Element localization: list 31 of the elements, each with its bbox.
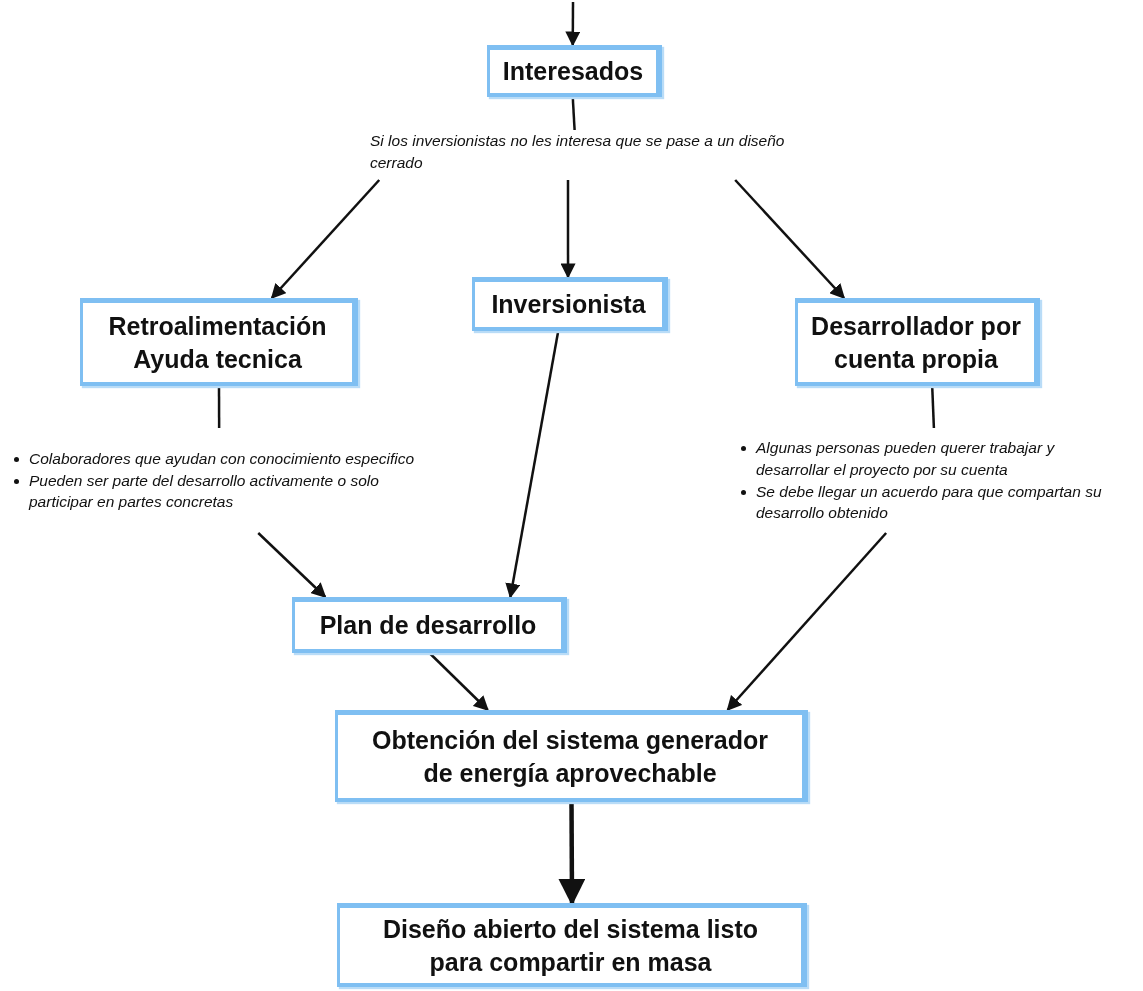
process-box (80, 298, 358, 386)
box-label: Interesados (501, 56, 645, 88)
process-box (337, 903, 807, 987)
process-box (335, 710, 808, 802)
arrow (565, 2, 581, 47)
bullet-item: Pueden ser parte del desarrollo activamente o solo participar en partes concretas (29, 470, 380, 513)
connector-line (217, 386, 221, 428)
bullet-item: Algunas personas pueden querer trabajar y desarrollar el proyecto por su cuenta (756, 438, 1056, 480)
bullet-item: Se debe llegar un acuerdo para que compartan su desarrollo obtenido (756, 481, 1103, 524)
bullet-item: Colaboradores que ayudan con conocimiento especifico (29, 448, 415, 469)
arrow (726, 532, 888, 712)
box-label: Retroalimentación Ayuda tecnica (107, 311, 328, 375)
arrow (558, 802, 586, 906)
connector-line (571, 96, 576, 131)
box-label: Plan de desarrollo (318, 610, 538, 642)
arrow (257, 532, 327, 599)
process-box (487, 45, 662, 97)
process-box (795, 298, 1040, 386)
process-box (472, 277, 668, 331)
process-box (292, 597, 567, 653)
box-label: Desarrollador por cuenta propia (810, 311, 1022, 375)
arrow (560, 180, 576, 279)
box-label: Diseño abierto del sistema listo para compartir en masa (381, 914, 760, 978)
arrow (428, 652, 489, 712)
arrow (734, 179, 845, 300)
arrow (505, 330, 560, 599)
connector-line (930, 385, 936, 429)
box-label: Obtención del sistema generador de energía aprovechable (371, 725, 769, 789)
arrow (270, 179, 381, 300)
box-label: Inversionista (490, 289, 647, 321)
note-text: Si los inversionistas no les interesa que se pase a un diseño cerrado (370, 131, 786, 173)
